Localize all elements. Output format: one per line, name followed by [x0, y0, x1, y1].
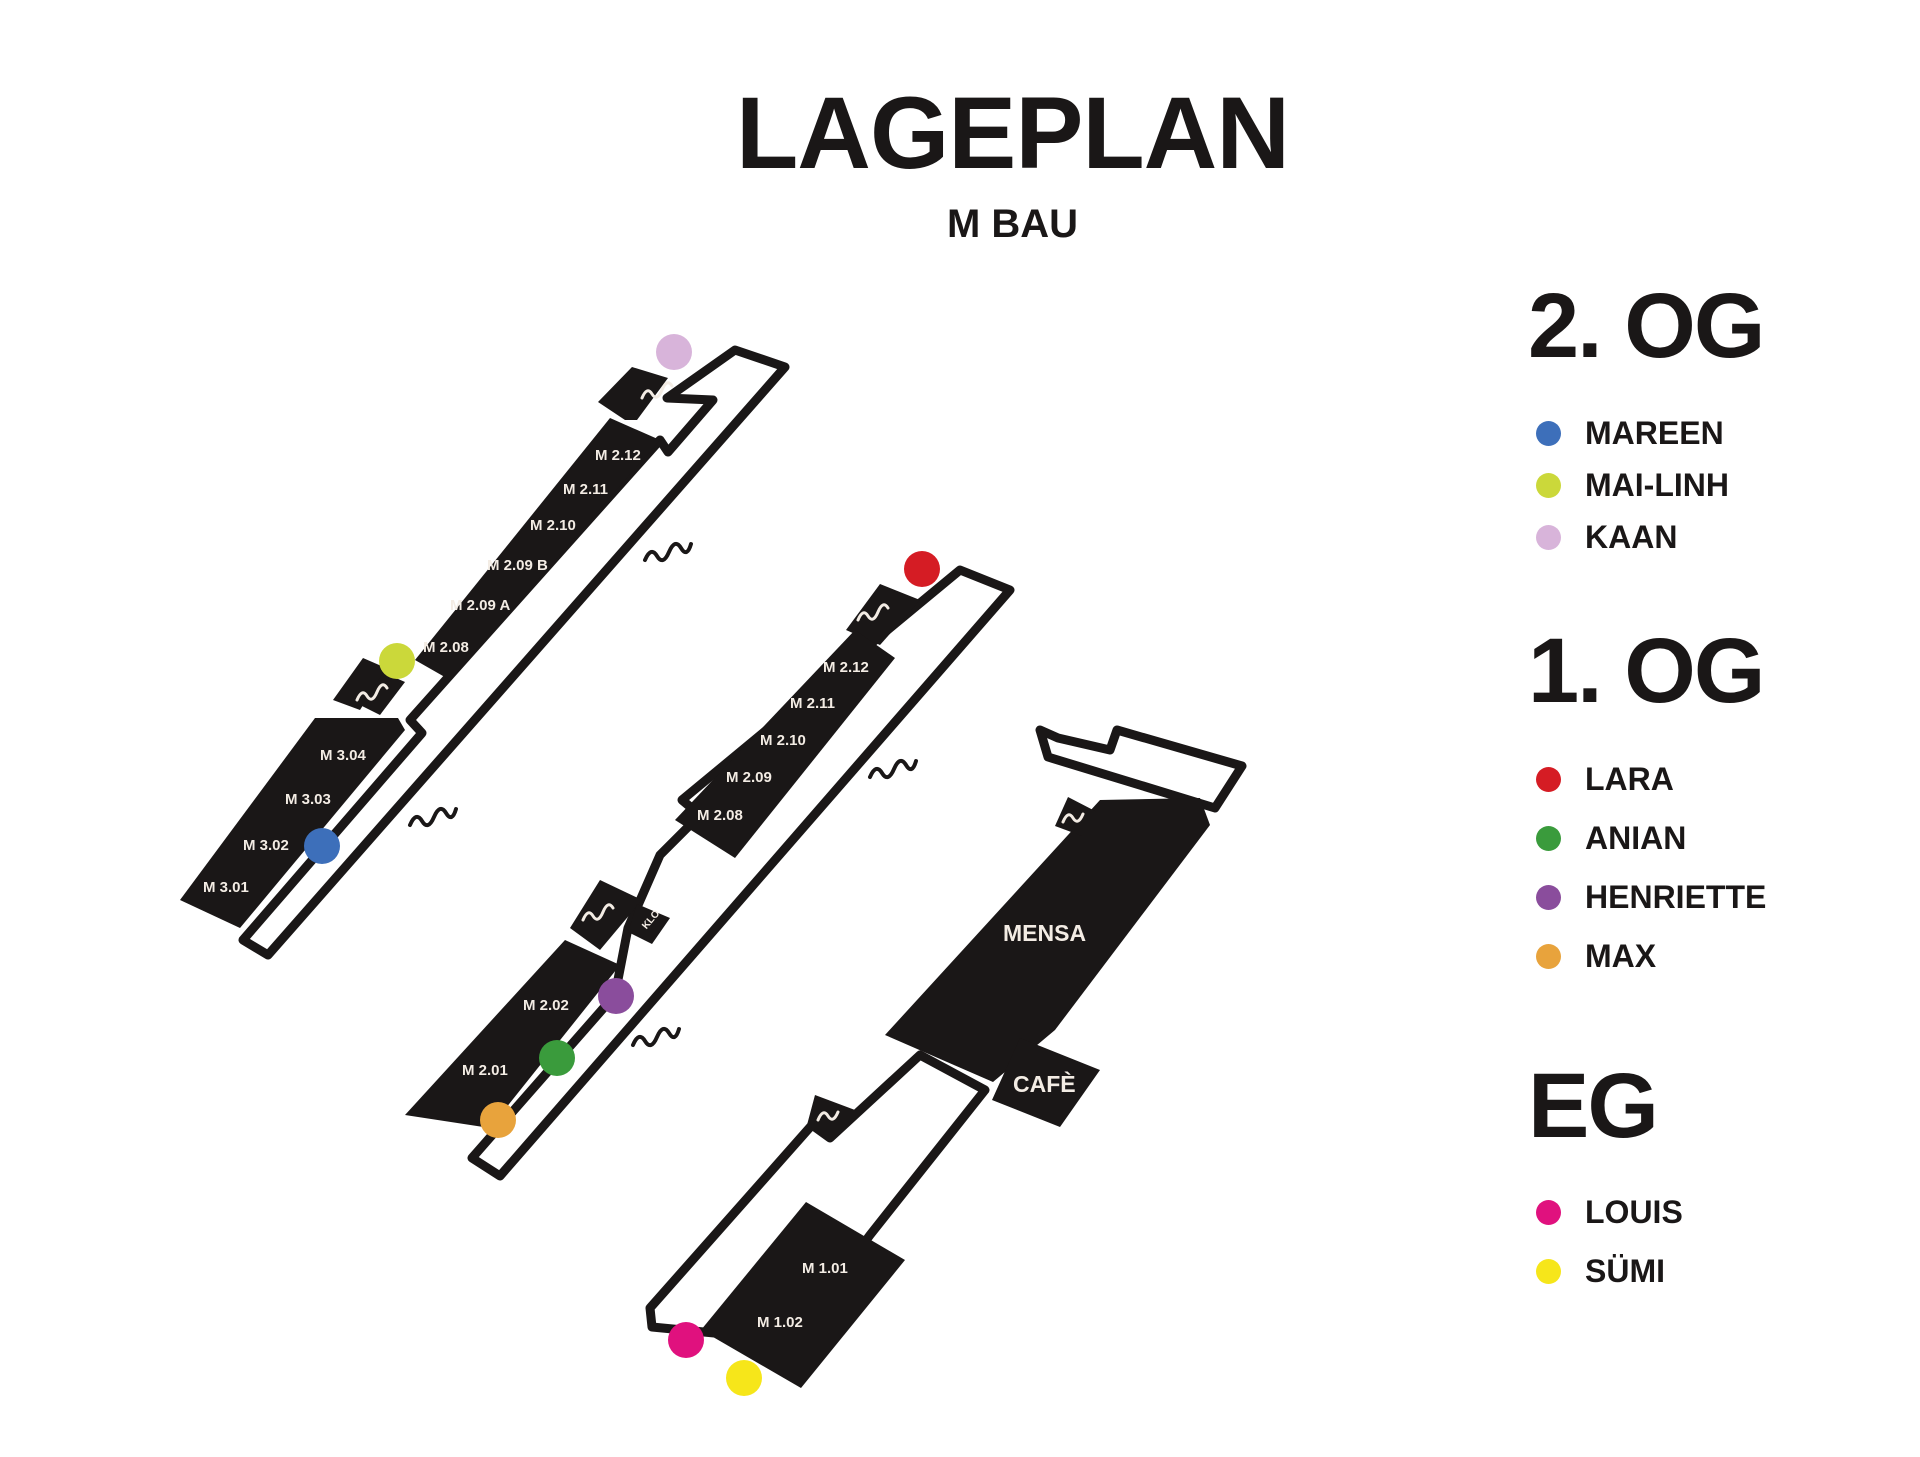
room-label: M 2.02 [523, 997, 569, 1014]
legend-item-suemi: SÜMI [1536, 1251, 1665, 1291]
marker-dot [1536, 943, 1561, 969]
room-label: M 3.01 [203, 879, 249, 896]
room-label: M 2.10 [760, 732, 806, 749]
page-title: LAGEPLAN [736, 76, 1290, 190]
eg-cafe-block [992, 1038, 1100, 1127]
eg-mensa-block [885, 798, 1210, 1082]
room-label: M 1.02 [757, 1314, 803, 1331]
stair-squiggle [856, 603, 890, 622]
og1-stair-mid [570, 880, 642, 950]
room-label: M 2.09 [726, 769, 772, 786]
marker-louis [668, 1322, 704, 1358]
legend-heading-og2: 2. OG [1528, 275, 1765, 377]
legend-group-eg: EG LOUIS SÜMI [1528, 1055, 1683, 1289]
legend-name: HENRIETTE [1585, 878, 1767, 915]
room-label: M 2.08 [423, 639, 469, 656]
page-subtitle: M BAU [946, 202, 1079, 246]
marker-dot [1536, 884, 1561, 910]
stair-squiggle [581, 903, 615, 922]
marker-mareen [304, 828, 340, 864]
marker-dot [1536, 766, 1561, 792]
stair-squiggle [355, 683, 389, 702]
legend-item-mareen: MAREEN [1536, 413, 1724, 453]
og2-corridor-outline [238, 345, 790, 960]
legend-item-max: MAX [1536, 936, 1656, 976]
room-label: M 2.01 [462, 1062, 508, 1079]
marker-kaan [656, 334, 692, 370]
room-label: M 2.11 [563, 481, 608, 498]
room-label: M 2.09 A [450, 597, 510, 614]
stair-squiggle [640, 381, 674, 400]
og2-small-block [354, 670, 405, 715]
room-label: M 2.08 [697, 807, 743, 824]
og1-corridor-outline [467, 565, 1015, 1181]
legend-group-og2: 2. OG MAREEN MAI-LINH KAAN [1528, 275, 1765, 555]
legend-name: ANIAN [1585, 819, 1687, 856]
room-label: M 3.02 [243, 837, 289, 854]
room-label: M 2.12 [823, 659, 869, 676]
room-label: M 2.12 [595, 447, 641, 464]
room-label-cafe: CAFÈ [1013, 1070, 1076, 1097]
marker-anian [539, 1040, 575, 1076]
ramp-squiggle [631, 1026, 681, 1048]
legend-item-henriette: HENRIETTE [1536, 877, 1766, 917]
legend-group-og1: 1. OG LARA ANIAN HENRIETTE MAX [1528, 620, 1766, 974]
legend-item-louis: LOUIS [1536, 1192, 1683, 1232]
room-label: M 2.09 B [487, 557, 548, 574]
room-label: M 2.11 [790, 695, 835, 712]
marker-dot [1536, 420, 1561, 446]
og2-rooms-block-upper [415, 418, 660, 680]
stair-squiggle [816, 1110, 840, 1122]
legend-name: LOUIS [1585, 1193, 1683, 1230]
legend-name: MAI-LINH [1585, 466, 1729, 503]
marker-dot [1536, 524, 1561, 550]
legend-name: MAREEN [1585, 414, 1724, 451]
room-label: M 3.03 [285, 791, 331, 808]
og1-klo-block [628, 904, 670, 944]
legend-name: LARA [1585, 760, 1674, 797]
marker-dot [1536, 1258, 1561, 1284]
room-label: M 3.04 [320, 747, 367, 764]
stair-squiggle [1061, 812, 1085, 824]
eg-stair-top [1055, 797, 1097, 836]
og2-stair-small [333, 658, 386, 710]
legend-name: KAAN [1585, 518, 1678, 555]
legend-item-kaan: KAAN [1536, 517, 1677, 557]
ramp-squiggle [408, 806, 458, 828]
eg-upper-outline [1035, 725, 1247, 813]
marker-dot [1536, 825, 1561, 851]
og1-stair-block [846, 584, 920, 645]
marker-dot [1536, 1199, 1561, 1225]
marker-suemi [726, 1360, 762, 1396]
ramp-squiggle [868, 758, 918, 780]
room-label-mensa: MENSA [1003, 920, 1086, 946]
marker-lara [904, 551, 940, 587]
marker-henriette [598, 978, 634, 1014]
legend-heading-eg: EG [1528, 1055, 1659, 1157]
legend-item-lara: LARA [1536, 759, 1674, 799]
og2-stair-block [598, 367, 668, 420]
ramp-squiggle [643, 541, 693, 563]
marker-dot [1536, 472, 1561, 498]
marker-max [480, 1102, 516, 1138]
og1-rooms-block-lower [405, 940, 620, 1128]
room-label: M 1.01 [802, 1260, 848, 1277]
eg-lecture-block [701, 1202, 905, 1388]
og2-rooms-block-lower [180, 718, 405, 928]
legend-item-anian: ANIAN [1536, 818, 1686, 858]
room-label: M 2.10 [530, 517, 576, 534]
og1-rooms-block-upper [675, 630, 895, 858]
legend-heading-og1: 1. OG [1528, 620, 1765, 722]
legend-item-mai-linh: MAI-LINH [1536, 465, 1729, 505]
marker-mai-linh [379, 643, 415, 679]
legend-name: MAX [1585, 937, 1657, 974]
legend-name: SÜMI [1585, 1252, 1665, 1289]
